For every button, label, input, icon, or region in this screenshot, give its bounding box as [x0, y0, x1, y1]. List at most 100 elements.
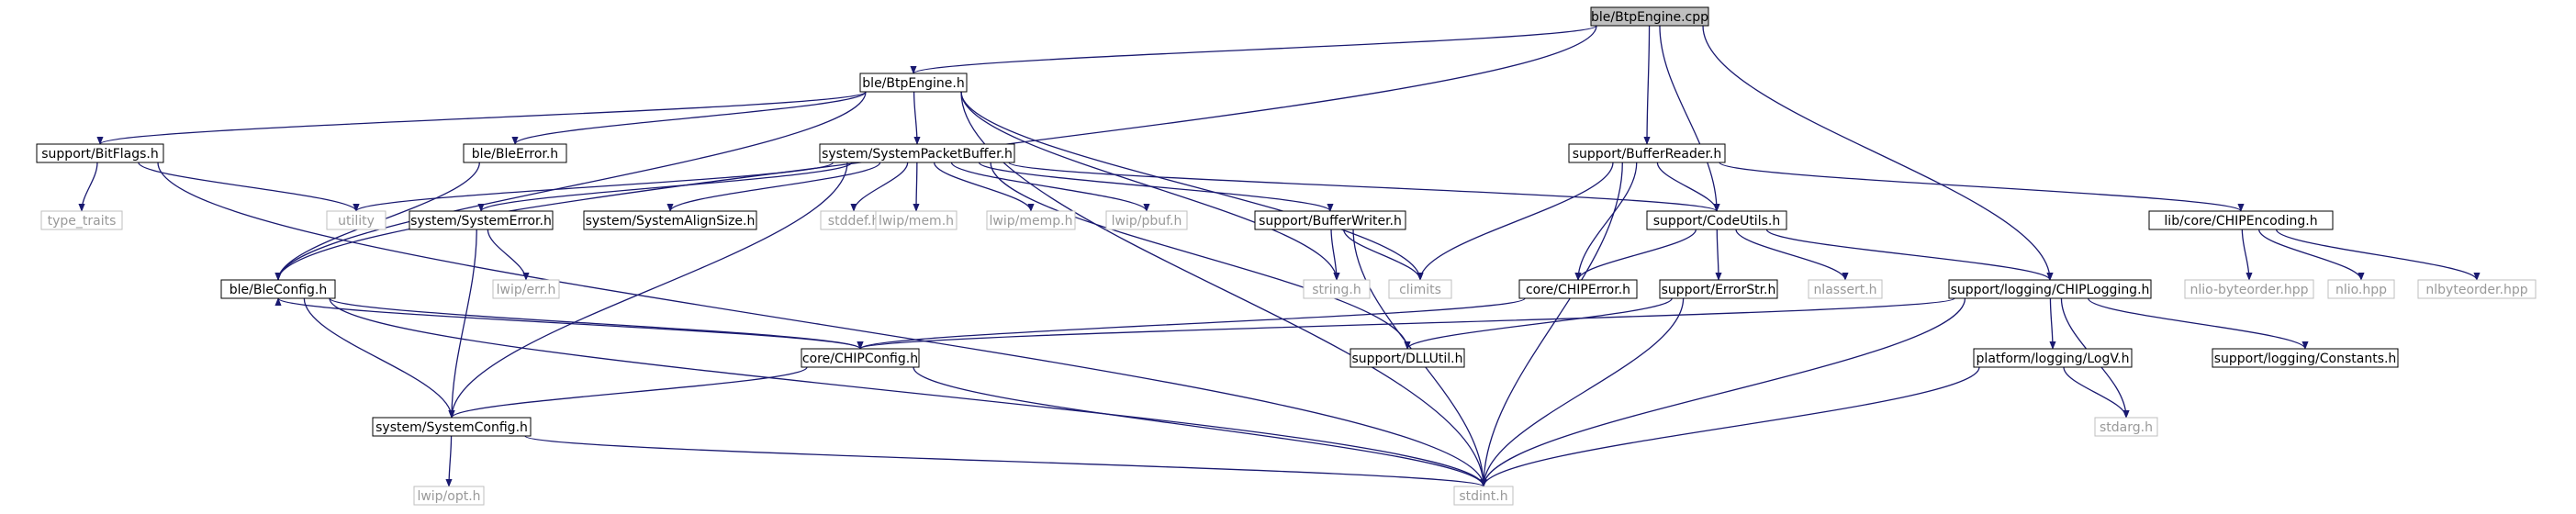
node-bufferwriter[interactable]: support/BufferWriter.h	[1254, 210, 1406, 230]
node-constants[interactable]: support/logging/Constants.h	[2212, 348, 2399, 368]
node-stdarg: stdarg.h	[2094, 417, 2158, 437]
node-label: support/ErrorStr.h	[1662, 283, 1776, 297]
node-box	[1973, 348, 2133, 368]
node-lwip-memp: lwip/memp.h	[986, 210, 1076, 230]
node-bufferreader[interactable]: support/BufferReader.h	[1568, 143, 1726, 163]
edge-chipencoding-to-nlio_byteorder	[2241, 229, 2253, 281]
edge-btpengine_h-to-climits	[960, 91, 1424, 281]
edge-bufferreader-to-climits	[1417, 162, 1614, 281]
edge-chiplogging-to-chipconfig	[857, 297, 1955, 350]
edge-bufferreader-to-chiperror	[1574, 162, 1638, 281]
node-chiplogging[interactable]: support/logging/CHIPLogging.h	[1948, 279, 2152, 299]
node-box	[40, 210, 123, 230]
edge-root-to-btpengine_h	[910, 25, 1597, 74]
node-box	[1659, 279, 1778, 299]
node-systemerror[interactable]: system/SystemError.h	[409, 210, 554, 230]
node-label: support/BitFlags.h	[41, 147, 158, 162]
edge-btpengine_h-to-bleerror	[511, 91, 867, 145]
edge-root-to-chiplogging	[1702, 25, 2054, 281]
node-codeutils[interactable]: support/CodeUtils.h	[1646, 210, 1787, 230]
node-box	[409, 210, 554, 230]
node-label: core/CHIPConfig.h	[802, 352, 918, 366]
node-box	[1518, 279, 1638, 299]
node-lwip-mem: lwip/mem.h	[875, 210, 958, 230]
node-label: stdarg.h	[2100, 420, 2153, 435]
node-label: lwip/err.h	[497, 283, 556, 297]
node-stdint: stdint.h	[1453, 486, 1514, 506]
node-bleerror[interactable]: ble/BleError.h	[463, 143, 567, 163]
node-nlassert: nlassert.h	[1808, 279, 1883, 299]
node-label: lwip/mem.h	[879, 214, 954, 229]
edge-packetbuffer-to-dllutil	[990, 162, 1411, 350]
node-label: support/BufferWriter.h	[1259, 214, 1402, 229]
node-label: ble/BtpEngine.h	[862, 76, 964, 91]
node-label: support/BufferReader.h	[1573, 147, 1722, 162]
node-label: system/SystemError.h	[410, 214, 552, 229]
node-label: string.h	[1312, 283, 1361, 297]
edge-packetbuffer-to-systemconfig	[448, 162, 848, 419]
node-box	[2327, 279, 2395, 299]
node-nlio-byteorder: nlio-byteorder.hpp	[2184, 279, 2314, 299]
node-chipconfig[interactable]: core/CHIPConfig.h	[801, 348, 920, 368]
edge-packetbuffer-to-utility	[353, 162, 834, 212]
node-systemconfig[interactable]: system/SystemConfig.h	[372, 417, 532, 437]
node-label: lib/core/CHIPEncoding.h	[2164, 214, 2317, 229]
edge-chipencoding-to-nlbyteorder	[2275, 229, 2481, 281]
node-chiperror[interactable]: core/CHIPError.h	[1518, 279, 1638, 299]
node-label: nlbyteorder.hpp	[2425, 283, 2527, 297]
edge-packetbuffer-to-lwip_memp	[933, 162, 1035, 212]
node-label: support/logging/CHIPLogging.h	[1951, 283, 2150, 297]
edge-btpengine_h-to-bitflags	[96, 91, 867, 145]
edge-packetbuffer-to-codeutils	[1008, 162, 1720, 212]
node-string: string.h	[1303, 279, 1371, 299]
node-chipencoding[interactable]: lib/core/CHIPEncoding.h	[2148, 210, 2334, 230]
node-bleconfig[interactable]: ble/BleConfig.h	[220, 279, 336, 299]
edge-packetbuffer-to-lwip_mem	[913, 162, 920, 212]
node-label: lwip/pbuf.h	[1112, 214, 1182, 229]
node-box	[1568, 143, 1726, 163]
edge-bufferwriter-to-climits	[1343, 229, 1424, 281]
edge-logv-to-stdarg	[2063, 366, 2130, 419]
node-box	[1254, 210, 1406, 230]
node-box	[583, 210, 757, 230]
node-climits: climits	[1388, 279, 1452, 299]
node-dllutil[interactable]: support/DLLUtil.h	[1350, 348, 1465, 368]
node-nlbyteorder: nlbyteorder.hpp	[2417, 279, 2537, 299]
node-packetbuffer[interactable]: system/SystemPacketBuffer.h	[819, 143, 1015, 163]
node-box	[2148, 210, 2334, 230]
node-root[interactable]: ble/BtpEngine.cpp	[1590, 6, 1709, 27]
node-logv[interactable]: platform/logging/LogV.h	[1973, 348, 2133, 368]
node-label: utility	[338, 214, 375, 229]
edge-bitflags-to-stdint	[157, 162, 1487, 487]
edge-chipconfig-to-systemconfig	[448, 366, 808, 419]
node-box	[220, 279, 336, 299]
node-box	[2212, 348, 2399, 368]
edge-systemerror-to-lwip_err	[487, 229, 530, 281]
node-box	[1453, 486, 1514, 506]
node-label: stddef.h	[828, 214, 879, 229]
edge-bleconfig-to-systemconfig	[303, 297, 455, 419]
node-bitflags[interactable]: support/BitFlags.h	[36, 143, 164, 163]
node-label: system/SystemPacketBuffer.h	[822, 147, 1013, 162]
node-label: lwip/opt.h	[417, 489, 480, 504]
edge-logv-to-stdint	[1480, 366, 1980, 487]
edge-chipencoding-to-nlio	[2258, 229, 2365, 281]
node-box	[463, 143, 567, 163]
node-box	[2184, 279, 2314, 299]
node-alignsize[interactable]: system/SystemAlignSize.h	[583, 210, 757, 230]
node-box	[1590, 6, 1709, 27]
node-label: support/logging/Constants.h	[2214, 352, 2397, 366]
edge-packetbuffer-to-alignsize	[666, 162, 881, 212]
node-label: nlassert.h	[1813, 283, 1876, 297]
edge-codeutils-to-errorstr	[1715, 229, 1722, 281]
node-errorstr[interactable]: support/ErrorStr.h	[1659, 279, 1778, 299]
edge-chipconfig-to-bleconfig	[274, 297, 861, 350]
node-lwip-opt: lwip/opt.h	[413, 486, 485, 506]
node-box	[801, 348, 920, 368]
node-lwip-pbuf: lwip/pbuf.h	[1105, 210, 1188, 230]
edge-chiperror-to-chipconfig	[857, 297, 1526, 350]
edge-root-to-codeutils	[1659, 25, 1720, 212]
edge-codeutils-to-chiplogging	[1765, 229, 2054, 281]
node-btpengine-h[interactable]: ble/BtpEngine.h	[859, 73, 968, 93]
